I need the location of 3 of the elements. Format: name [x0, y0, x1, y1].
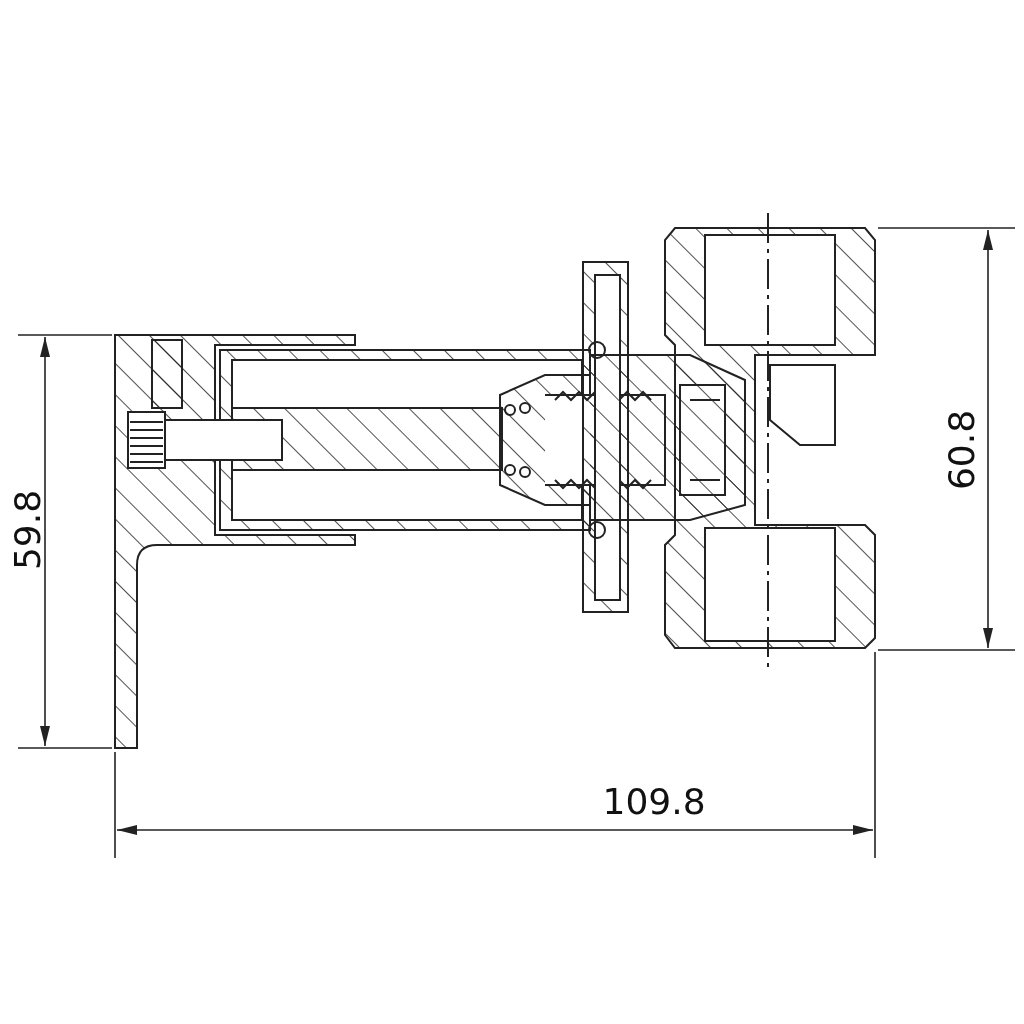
dimension-value: 60.8	[944, 409, 981, 491]
dimension-value: 59.8	[10, 489, 47, 571]
dimension-value: 109.8	[602, 784, 706, 820]
